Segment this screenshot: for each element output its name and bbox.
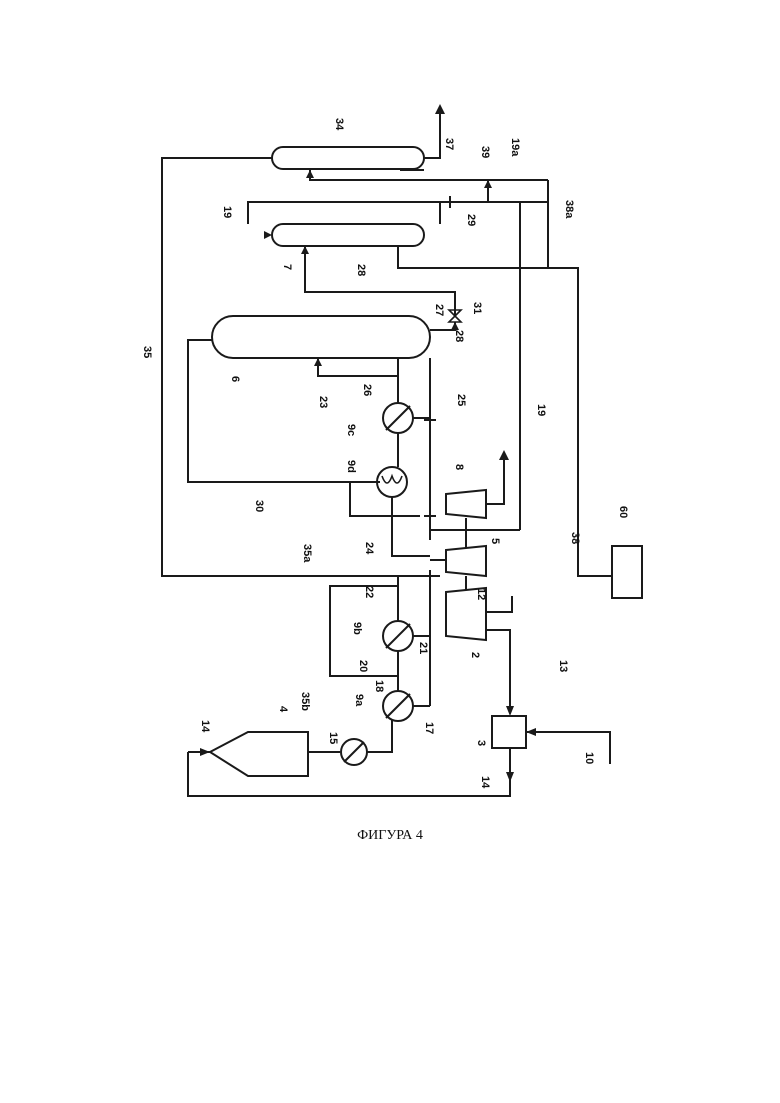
vessel-4 (210, 732, 308, 776)
label-30: 30 (253, 500, 265, 512)
stream-12 (486, 596, 512, 612)
label-9c: 9c (345, 424, 357, 436)
label-38a: 38a (563, 200, 575, 219)
arrow-23 (314, 358, 322, 366)
label-28-top: 28 (355, 264, 367, 276)
label-35: 35 (141, 346, 153, 358)
stream-28 (305, 246, 455, 316)
label-9b: 9b (351, 622, 363, 635)
arrow-14-hopper (200, 748, 210, 756)
stream-8-out (486, 456, 504, 504)
stream-10 (526, 732, 610, 764)
column-7 (272, 224, 424, 246)
label-37: 37 (443, 138, 455, 150)
label-27: 27 (433, 304, 445, 316)
label-22: 22 (363, 586, 375, 598)
label-25: 25 (455, 394, 467, 406)
label-35b: 35b (299, 692, 311, 711)
arrow-27 (451, 322, 459, 330)
stream-19-bottom (430, 530, 520, 540)
arrow-into-7 (264, 231, 272, 239)
label-5: 5 (489, 538, 501, 544)
column-34 (272, 147, 424, 169)
label-26: 26 (361, 384, 373, 396)
label-14-top: 14 (199, 720, 211, 733)
label-38: 38 (569, 532, 581, 544)
arrow-into-34 (306, 170, 314, 178)
label-39: 39 (479, 146, 491, 158)
label-20: 20 (357, 660, 369, 672)
stream-15-out (367, 720, 392, 752)
arrow-10 (526, 728, 536, 736)
label-19-mid: 19 (535, 404, 547, 416)
stream-37 (424, 112, 440, 158)
stream-39-line (310, 170, 548, 180)
label-9d: 9d (345, 460, 357, 473)
label-19a: 19a (509, 138, 521, 157)
label-19-top: 19 (221, 206, 233, 218)
stream-13 (486, 630, 510, 710)
unit-60 (612, 546, 642, 598)
label-13: 13 (557, 660, 569, 672)
arrow-37 (435, 104, 445, 114)
label-18: 18 (373, 680, 385, 692)
column-6 (212, 316, 430, 358)
arrow-8-out (499, 450, 509, 460)
stream-27 (430, 322, 455, 330)
label-7: 7 (281, 264, 293, 270)
arrow-28 (301, 246, 309, 254)
label-17: 17 (423, 722, 435, 734)
label-31: 31 (471, 302, 483, 314)
label-9a: 9a (353, 694, 365, 707)
heater-9d (377, 467, 407, 497)
label-29: 29 (465, 214, 477, 226)
label-14-bottom: 14 (479, 776, 491, 789)
expander-8 (446, 490, 486, 518)
label-35a: 35a (301, 544, 313, 563)
label-15: 15 (327, 732, 339, 744)
label-3: 3 (475, 740, 487, 746)
label-28-valve: 28 (453, 330, 465, 342)
label-23: 23 (317, 396, 329, 408)
label-8: 8 (453, 464, 465, 470)
label-4: 4 (277, 706, 289, 713)
arrow-19a (484, 180, 492, 188)
arrow-13 (506, 706, 514, 716)
label-21: 21 (417, 642, 429, 654)
label-2: 2 (469, 652, 481, 658)
stream-23 (318, 358, 398, 410)
label-24: 24 (363, 542, 375, 555)
figure-caption: ФИГУРА 4 (0, 828, 780, 844)
label-34: 34 (333, 118, 345, 131)
label-10: 10 (583, 752, 595, 764)
label-12: 12 (475, 588, 487, 600)
unit-3 (492, 716, 526, 748)
stream-24 (392, 497, 430, 556)
label-6: 6 (229, 376, 241, 382)
compressor-5 (446, 546, 486, 576)
arrow-14-down (506, 772, 514, 782)
stream-19-loop (248, 202, 440, 224)
label-60: 60 (617, 506, 629, 518)
